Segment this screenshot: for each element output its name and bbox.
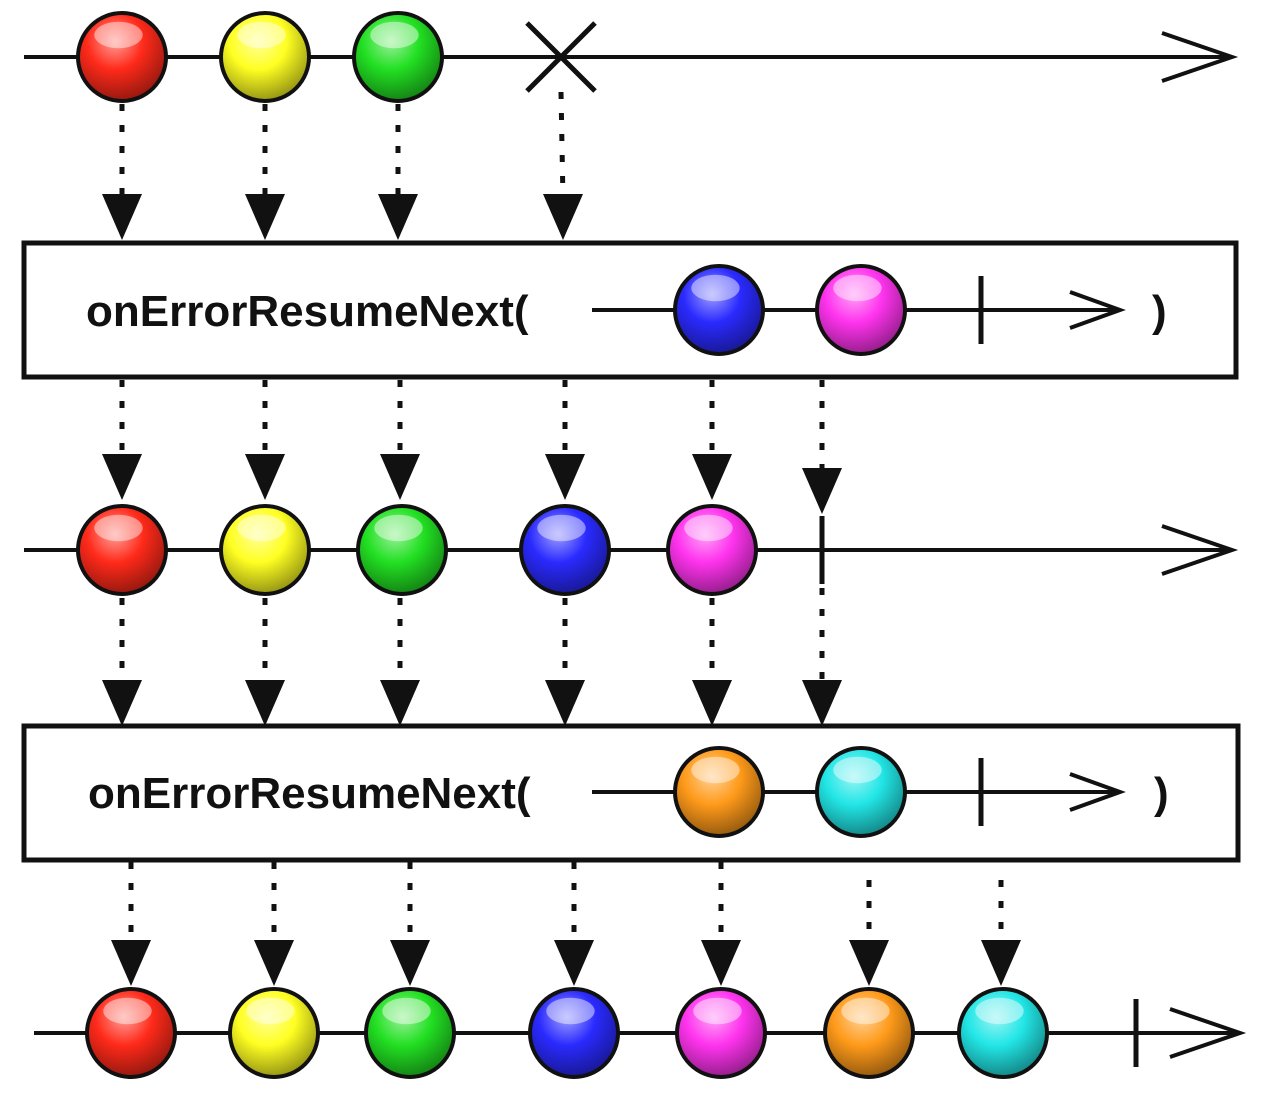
red-marble: [76, 504, 168, 596]
marble-highlight: [370, 21, 419, 49]
marble-highlight: [103, 997, 152, 1025]
connector-arrowhead: [692, 454, 732, 500]
green-marble: [364, 987, 456, 1079]
marble-highlight: [833, 274, 882, 302]
operator-2-inner-timeline: [592, 746, 1126, 838]
time-arrowhead: [1069, 290, 1126, 330]
connector-arrowhead: [102, 680, 142, 726]
blue-marble: [519, 504, 611, 596]
marble-highlight: [691, 274, 740, 302]
connector-arrowhead: [802, 680, 842, 726]
marble-highlight: [684, 514, 733, 542]
cyan-marble: [957, 987, 1049, 1079]
time-arrowhead: [1161, 31, 1239, 83]
magenta-marble: [675, 987, 767, 1079]
connector-arrowhead: [111, 940, 151, 986]
cyan-marble: [815, 746, 907, 838]
operator-box-2: onErrorResumeNext( ): [21, 723, 1241, 863]
connector-arrowhead: [554, 940, 594, 986]
marble-highlight: [374, 514, 423, 542]
result-timeline: [34, 987, 1247, 1079]
operator-box-1: onErrorResumeNext( ): [21, 240, 1239, 380]
marble-highlight: [237, 514, 286, 542]
middle-timeline: [24, 504, 1239, 596]
operator-2-close-paren: ): [1154, 769, 1169, 818]
connector-arrowhead: [245, 454, 285, 500]
source-timeline: [24, 11, 1239, 103]
time-arrowhead: [1161, 524, 1239, 576]
marble-highlight: [833, 756, 882, 784]
operator-2-name: onErrorResumeNext(: [88, 769, 531, 818]
marble-highlight: [693, 997, 742, 1025]
connector-arrowhead: [102, 454, 142, 500]
emission-arrows: [102, 91, 1021, 986]
error-x-stroke-2: [525, 21, 597, 93]
orange-marble: [823, 987, 915, 1079]
yellow-marble: [219, 504, 311, 596]
connector-arrowhead: [245, 680, 285, 726]
connector-arrowhead: [802, 468, 842, 514]
connector-arrowhead: [849, 940, 889, 986]
connector-arrowhead: [102, 194, 142, 240]
orange-marble: [673, 746, 765, 838]
marble-highlight: [237, 21, 286, 49]
marble-highlight: [382, 997, 431, 1025]
marble-highlight: [94, 21, 143, 49]
marble-highlight: [246, 997, 295, 1025]
connector-arrowhead: [545, 680, 585, 726]
red-marble: [76, 11, 168, 103]
green-marble: [356, 504, 448, 596]
connector-arrowhead: [380, 680, 420, 726]
red-marble: [85, 987, 177, 1079]
marble-highlight: [537, 514, 586, 542]
yellow-marble: [219, 11, 311, 103]
time-arrowhead: [1169, 1007, 1247, 1059]
magenta-marble: [815, 264, 907, 356]
blue-marble: [528, 987, 620, 1079]
connector-arrowhead: [701, 940, 741, 986]
marble-highlight: [546, 997, 595, 1025]
marble-highlight: [94, 514, 143, 542]
connector-arrowhead: [390, 940, 430, 986]
connector-arrowhead: [981, 940, 1021, 986]
operator-1-inner-timeline: [592, 264, 1126, 356]
connector-arrowhead: [254, 940, 294, 986]
marble-highlight: [841, 997, 890, 1025]
yellow-marble: [228, 987, 320, 1079]
operator-1-name: onErrorResumeNext(: [86, 287, 529, 336]
connector-arrowhead: [378, 194, 418, 240]
operator-1-close-paren: ): [1152, 287, 1167, 336]
connector-arrowhead: [692, 680, 732, 726]
dotted-connector: [558, 91, 566, 201]
connector-arrowhead: [543, 194, 583, 240]
green-marble: [352, 11, 444, 103]
magenta-marble: [666, 504, 758, 596]
connector-arrowhead: [245, 194, 285, 240]
connector-arrowhead: [380, 454, 420, 500]
marble-highlight: [691, 756, 740, 784]
marble-highlight: [975, 997, 1024, 1025]
blue-marble: [673, 264, 765, 356]
time-arrowhead: [1069, 772, 1126, 812]
connector-arrowhead: [545, 454, 585, 500]
